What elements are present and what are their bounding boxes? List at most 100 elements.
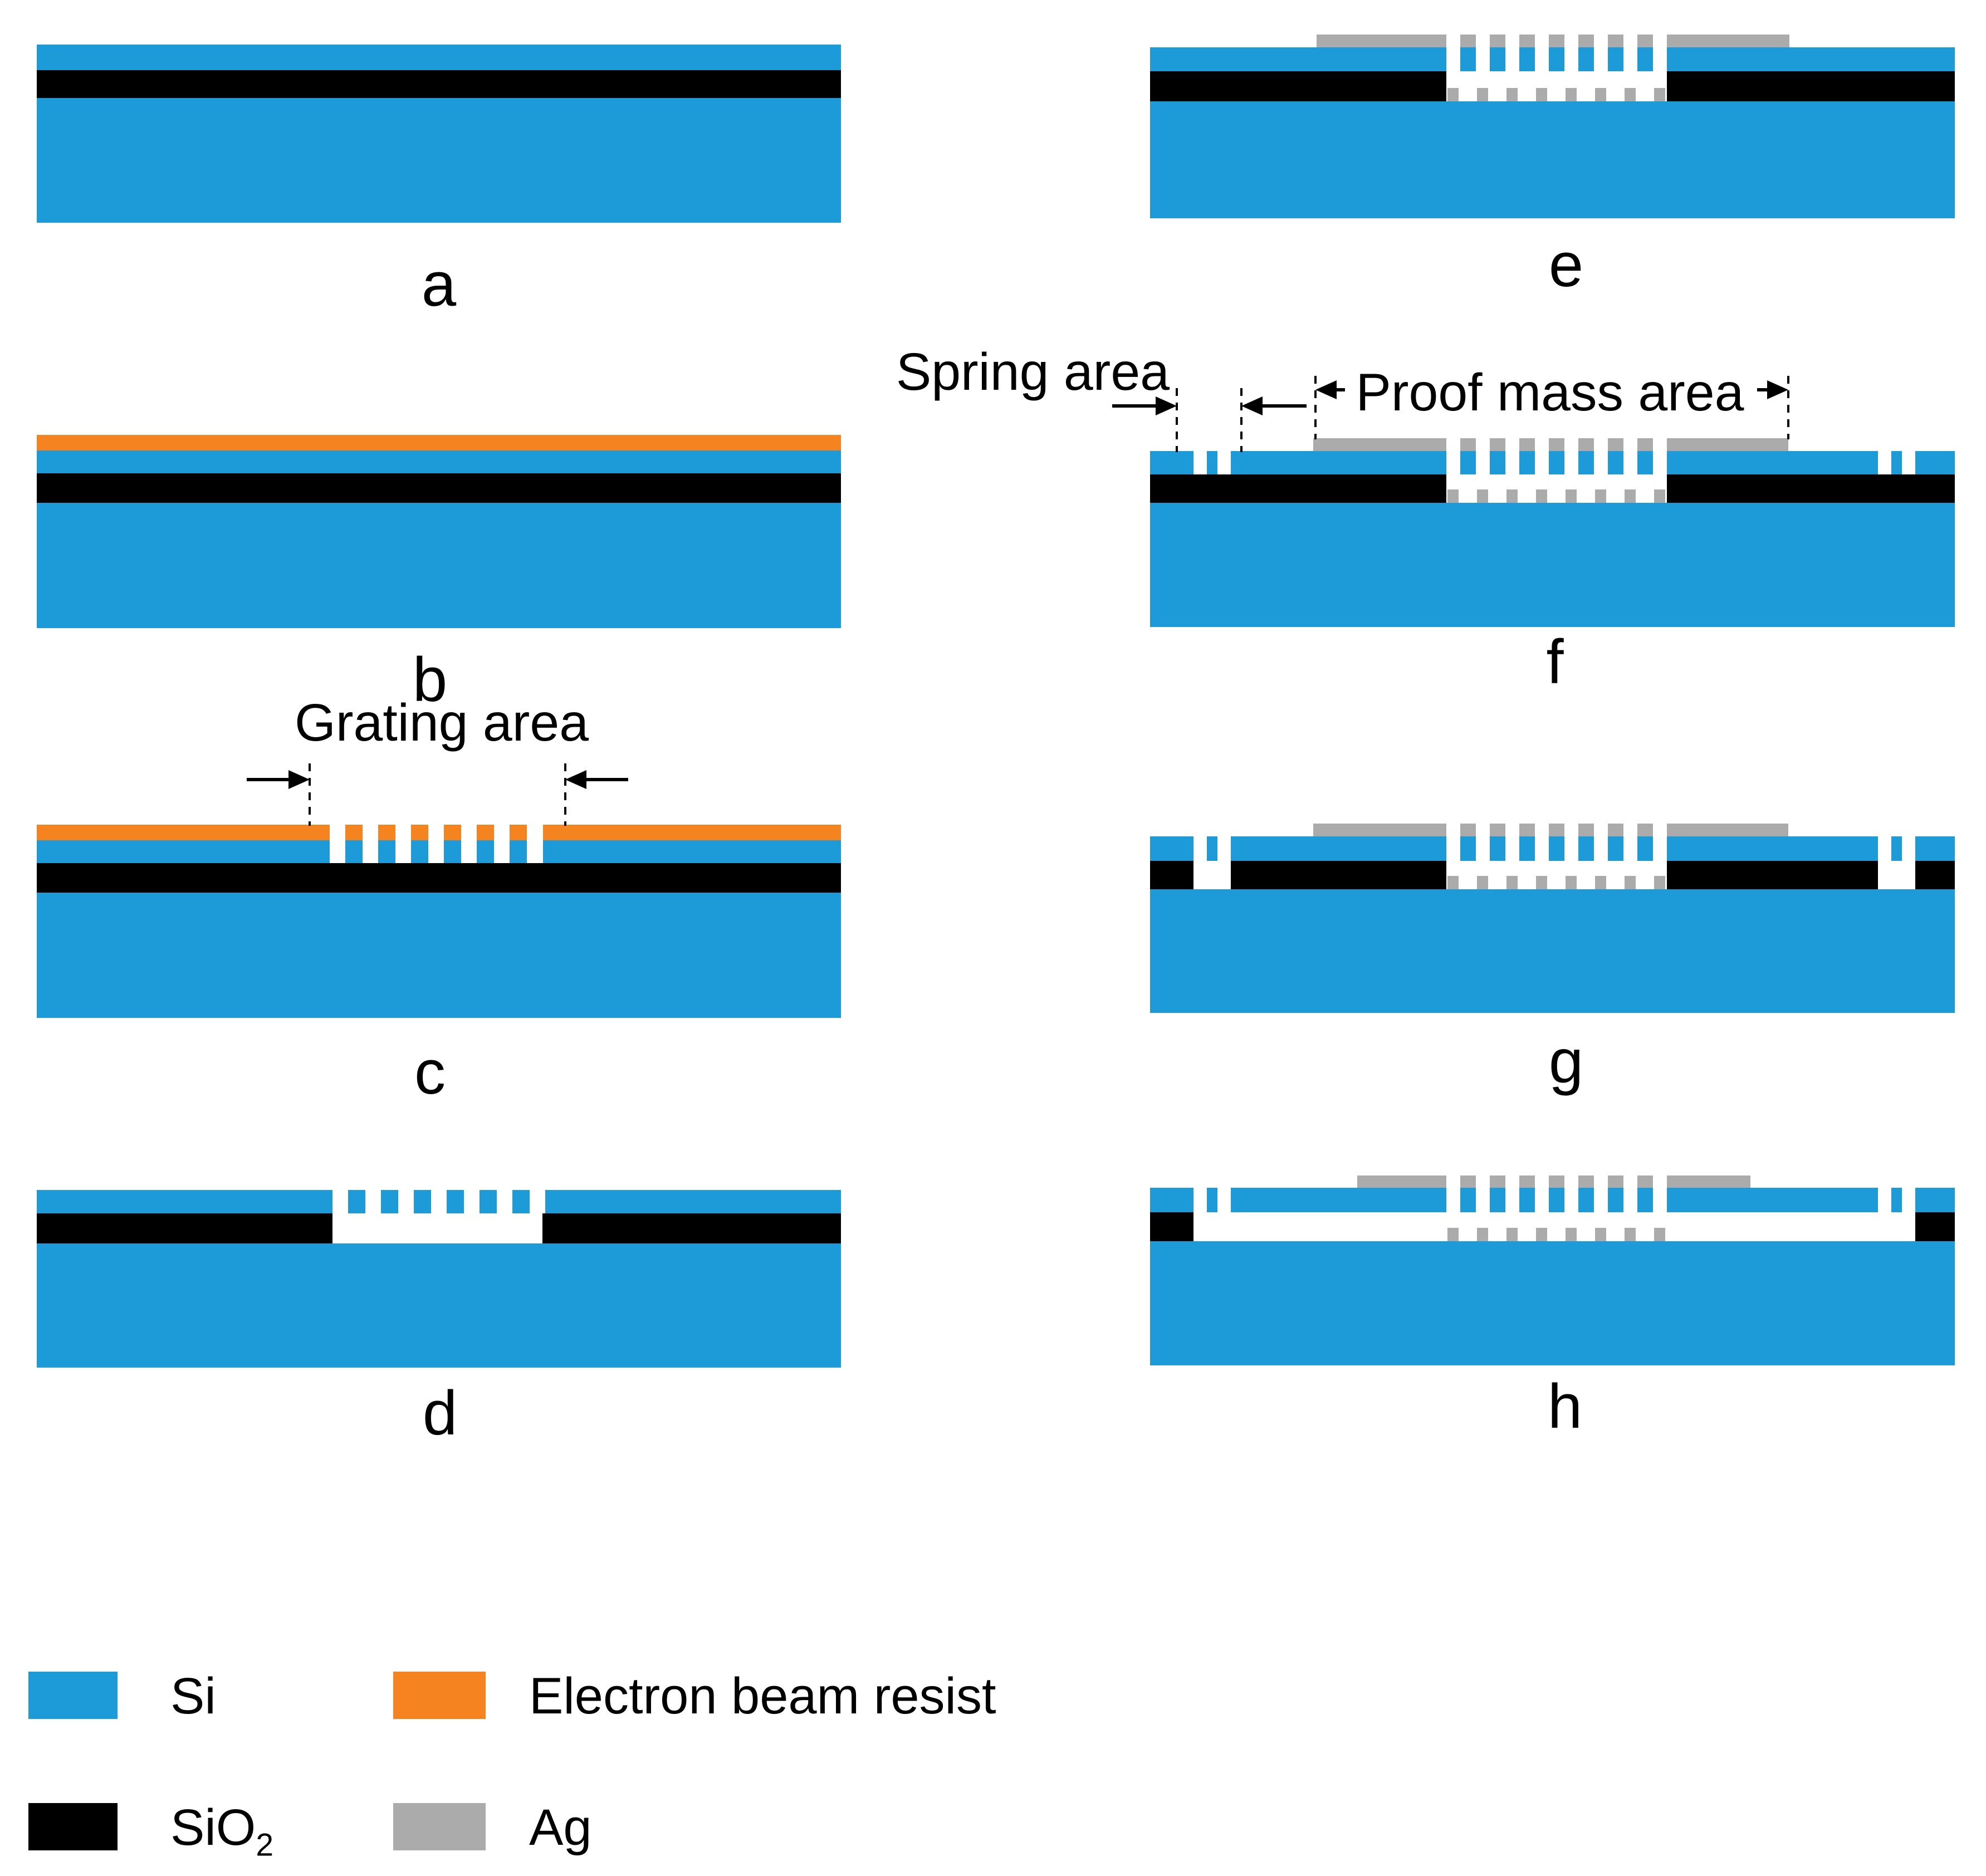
dashed-boundary-line — [1787, 376, 1789, 439]
grating-finger-resist-cap — [345, 825, 363, 840]
dashed-boundary-line — [1176, 388, 1178, 452]
ag-pad — [1667, 1175, 1750, 1188]
ag-floor-segment — [1536, 1228, 1547, 1241]
grating-finger — [1460, 1188, 1476, 1212]
dashed-boundary-line — [1314, 376, 1317, 439]
grating-finger — [444, 840, 461, 863]
arrowhead-icon — [1767, 380, 1788, 399]
ag-floor-segment — [1447, 1228, 1459, 1241]
ag-floor-segment — [1625, 489, 1636, 503]
grating-finger — [1637, 47, 1653, 71]
spring-area-label: Spring area — [896, 342, 1170, 401]
si-substrate — [1150, 101, 1955, 218]
ag-floor-segment — [1477, 1228, 1488, 1241]
grating-slot — [398, 1190, 414, 1213]
si-substrate — [37, 98, 841, 223]
si-substrate — [1150, 503, 1955, 627]
grating-finger — [1637, 451, 1653, 474]
grating-finger-ag-cap — [1608, 35, 1623, 47]
grating-finger — [1519, 451, 1535, 474]
grating-finger-resist-cap — [444, 825, 461, 840]
panel-label-b: b — [412, 645, 448, 714]
ag-floor-segment — [1447, 876, 1459, 889]
grating-finger — [1637, 836, 1653, 861]
grating-finger-ag-cap — [1608, 1175, 1623, 1188]
legend-label-sio2-sub: 2 — [256, 1827, 274, 1863]
sio2-layer — [37, 70, 841, 98]
grating-finger-ag-cap — [1578, 1175, 1594, 1188]
ag-floor-segment — [1447, 489, 1459, 503]
grating-finger-ag-cap — [1460, 438, 1476, 451]
grating-finger-ag-cap — [1490, 35, 1505, 47]
grating-finger — [1608, 836, 1623, 861]
sio2-layer — [37, 473, 841, 503]
grating-finger-ag-cap — [1608, 824, 1623, 836]
proof-mass-area-label: Proof mass area — [1356, 363, 1744, 422]
grating-finger-ag-cap — [1519, 824, 1535, 836]
grating-finger — [411, 840, 428, 863]
dimension-arrow-line — [576, 778, 628, 781]
grating-finger-ag-cap — [1519, 35, 1535, 47]
sio2-layer — [1231, 861, 1446, 889]
grating-finger — [1490, 836, 1505, 861]
panel-label-a: a — [421, 249, 457, 319]
grating-finger-ag-cap — [1578, 824, 1594, 836]
grating-finger — [378, 840, 395, 863]
grating-finger-ag-cap — [1637, 1175, 1653, 1188]
ag-floor-segment — [1477, 88, 1488, 101]
legend-swatch-si — [28, 1672, 118, 1719]
grating-finger-ag-cap — [1549, 35, 1564, 47]
grating-finger — [1519, 1188, 1535, 1212]
grating-finger-ag-cap — [1460, 824, 1476, 836]
sio2-layer — [1915, 861, 1955, 889]
grating-finger — [1549, 47, 1564, 71]
arrowhead-icon — [288, 770, 310, 789]
dashed-boundary-line — [309, 763, 311, 826]
sio2-anchor — [1150, 1212, 1193, 1241]
dimension-arrow-line — [1112, 404, 1166, 408]
grating-etch-region — [330, 825, 543, 863]
dimension-arrow-line — [1253, 404, 1307, 408]
grating-finger — [1519, 836, 1535, 861]
sio2-layer — [542, 1213, 841, 1243]
grating-finger — [1460, 47, 1476, 71]
grating-finger — [1578, 47, 1594, 71]
grating-slot — [497, 1190, 512, 1213]
grating-finger — [1460, 451, 1476, 474]
ag-floor-segment — [1566, 88, 1577, 101]
spring-finger — [1891, 451, 1902, 474]
grating-finger-ag-cap — [1460, 1175, 1476, 1188]
arrowhead-icon — [1241, 396, 1263, 415]
grating-finger — [1578, 451, 1594, 474]
grating-finger — [1608, 47, 1623, 71]
arrowhead-icon — [1315, 380, 1337, 399]
ag-floor-segment — [1536, 489, 1547, 503]
grating-finger — [1608, 451, 1623, 474]
grating-finger-ag-cap — [1549, 1175, 1564, 1188]
dashed-boundary-line — [564, 763, 566, 826]
panel-label-c: c — [414, 1037, 446, 1107]
si-substrate — [1150, 1241, 1955, 1365]
legend-label-sio2-base: SiO — [170, 1799, 256, 1856]
grating-finger-ag-cap — [1549, 824, 1564, 836]
ag-floor-segment — [1506, 1228, 1518, 1241]
ag-floor-segment — [1595, 1228, 1606, 1241]
grating-finger-ag-cap — [1490, 824, 1505, 836]
arrowhead-icon — [565, 770, 586, 789]
panel-label-d: d — [422, 1378, 458, 1448]
grating-finger-ag-cap — [1608, 438, 1623, 451]
grating-finger-ag-cap — [1578, 35, 1594, 47]
grating-slot — [464, 1190, 480, 1213]
ag-floor-segment — [1506, 876, 1518, 889]
grating-finger-ag-cap — [1519, 438, 1535, 451]
grating-finger-ag-cap — [1519, 1175, 1535, 1188]
legend-label-si: Si — [170, 1668, 216, 1725]
grating-finger — [477, 840, 494, 863]
grating-finger — [1490, 451, 1505, 474]
ag-pad — [1667, 824, 1788, 836]
legend-label-resist: Electron beam resist — [529, 1668, 996, 1725]
spring-finger — [1891, 836, 1902, 861]
grating-slot — [530, 1190, 545, 1213]
legend-swatch-sio2 — [28, 1803, 118, 1850]
grating-finger — [1519, 47, 1535, 71]
